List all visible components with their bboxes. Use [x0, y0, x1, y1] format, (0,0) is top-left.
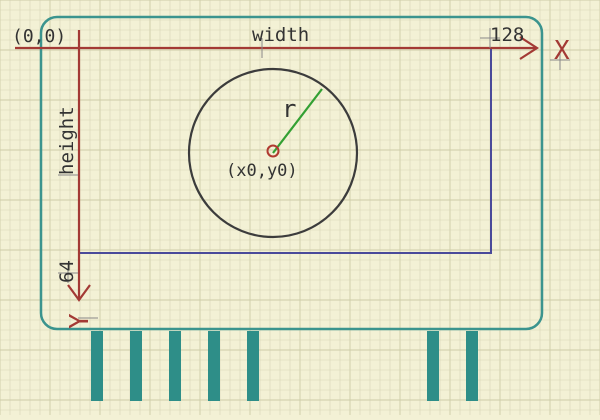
pin	[466, 331, 478, 401]
pin	[208, 331, 220, 401]
width-label: width	[252, 24, 309, 46]
pin	[247, 331, 259, 401]
crosshair-marks	[58, 28, 570, 319]
header-pins	[91, 331, 478, 401]
width-value-label: 128	[490, 24, 524, 46]
pin	[169, 331, 181, 401]
origin-label: (0,0)	[12, 26, 66, 47]
circle-shape	[187, 67, 359, 239]
height-value-label: 64	[56, 260, 78, 283]
circle-outline-icon	[266, 144, 280, 158]
radius-line	[272, 88, 323, 154]
center-label: (x0,y0)	[226, 161, 298, 181]
y-axis-label: Y	[65, 313, 95, 329]
display-area-rect	[79, 48, 492, 254]
x-axis-label: X	[554, 36, 570, 66]
pin	[427, 331, 439, 401]
arrow-down-icon	[67, 284, 91, 302]
pin	[91, 331, 103, 401]
pin	[130, 331, 142, 401]
height-label: height	[56, 106, 78, 175]
radius-label: r	[282, 95, 296, 123]
arrow-right-icon	[519, 36, 540, 60]
board-outline	[39, 15, 544, 331]
